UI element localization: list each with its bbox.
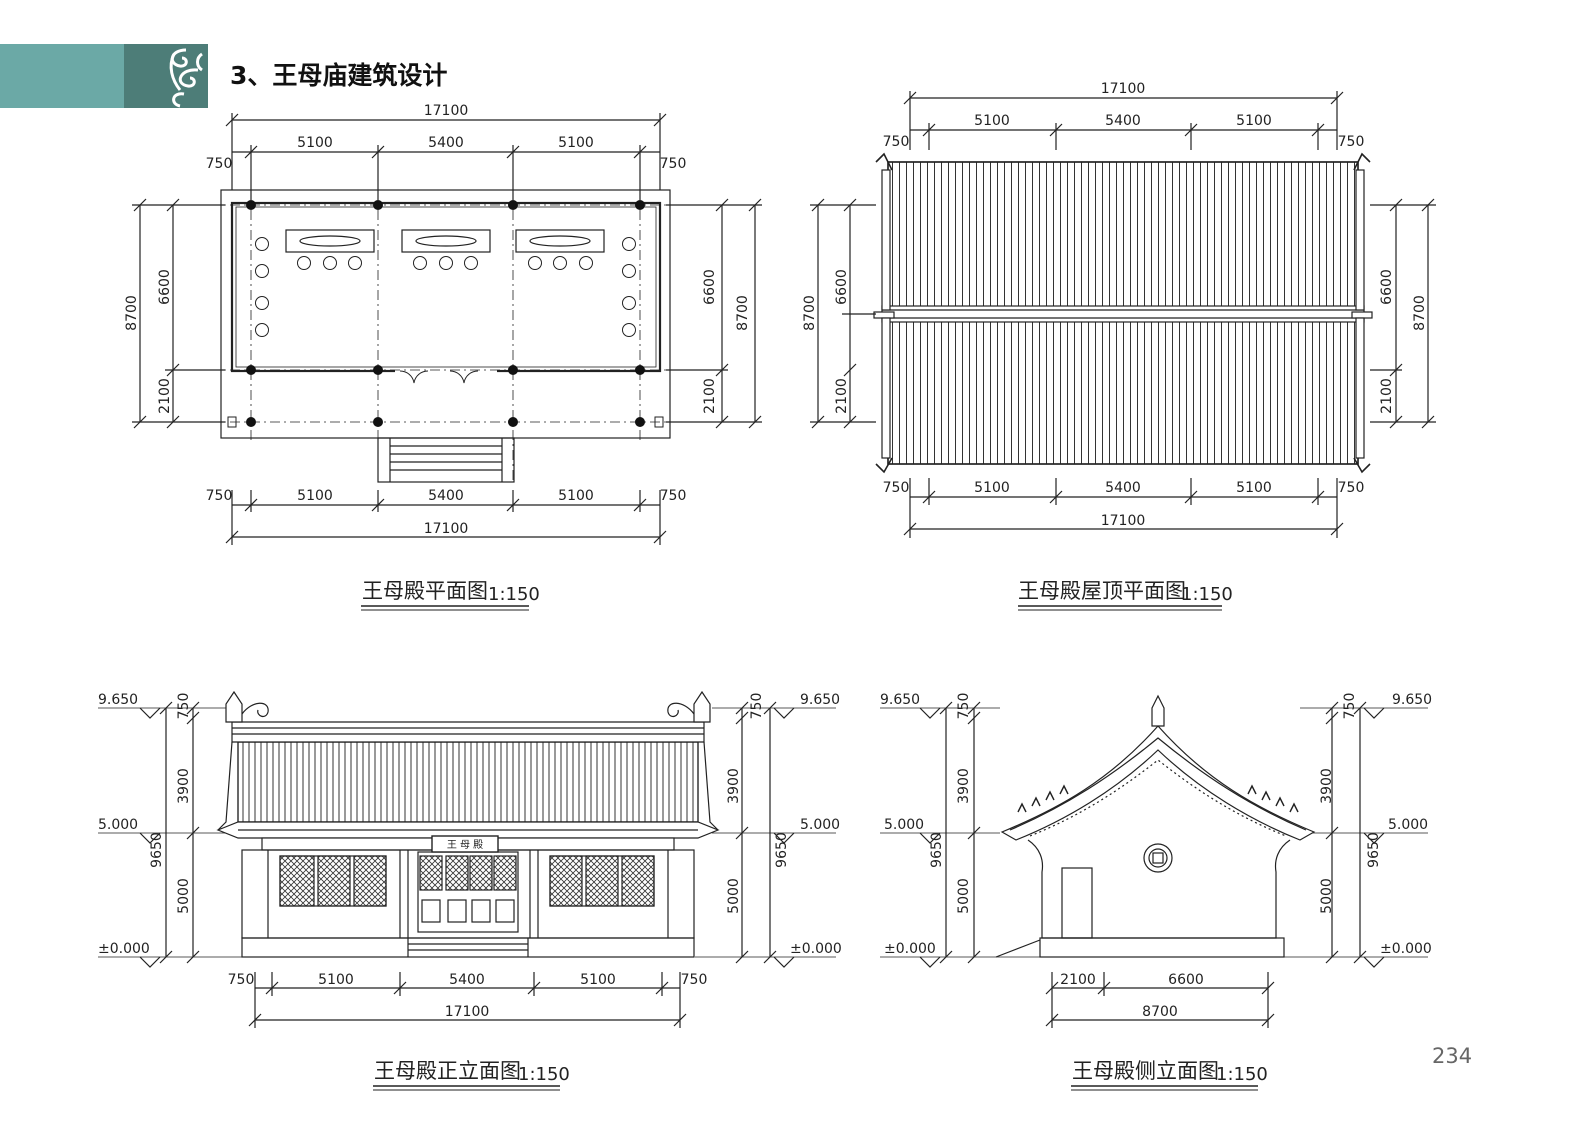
side-bottom-depth-2: 6600 [1168, 972, 1204, 988]
side-level-top-right: 9.650 [1392, 692, 1432, 708]
side-scale: 1:150 [1216, 1064, 1268, 1085]
front-left-height-3: 5000 [176, 878, 192, 914]
front-left-height-2: 3900 [176, 768, 192, 804]
front-level-base-left: ±0.000 [98, 941, 150, 957]
roof-bottom-bay-2: 5400 [1105, 480, 1141, 496]
roof-top-bay-3: 5100 [1236, 113, 1272, 129]
side-elevation [880, 694, 1428, 1028]
roof-top-bay-1: 5100 [974, 113, 1010, 129]
plan-caption: 王母殿平面图 [362, 579, 488, 603]
front-bottom-bay-1: 5100 [318, 972, 354, 988]
front-plaque-text: 王 母 殿 [447, 839, 483, 851]
side-right-height-3: 5000 [1319, 878, 1335, 914]
header-accent-bar [0, 44, 124, 108]
front-level-mid-left: 5.000 [98, 817, 138, 833]
front-level-base-right: ±0.000 [790, 941, 842, 957]
side-level-base-left: ±0.000 [884, 941, 936, 957]
plan-bottom-left-eave: 750 [206, 488, 233, 504]
side-left-height-1: 750 [956, 693, 972, 720]
side-level-top-left: 9.650 [880, 692, 920, 708]
roof-right-total: 8700 [1412, 295, 1428, 331]
front-bottom-bay-3: 5100 [580, 972, 616, 988]
front-elevation [98, 690, 836, 1028]
plan-left-depth-1: 6600 [157, 269, 173, 305]
cloud-ornament-icon [169, 48, 203, 108]
plan-top-right-eave: 750 [660, 156, 687, 172]
page-title: 3、王母庙建筑设计 [230, 61, 448, 90]
front-level-mid-right: 5.000 [800, 817, 840, 833]
roof-top-right-eave: 750 [1338, 134, 1365, 150]
plan-left-total: 8700 [124, 295, 140, 331]
front-bottom-right-eave: 750 [681, 972, 708, 988]
front-left-height-total: 9650 [149, 832, 165, 868]
side-right-height-2: 3900 [1319, 768, 1335, 804]
floor-plan [132, 113, 762, 545]
plan-bottom-right-eave: 750 [660, 488, 687, 504]
plan-right-total: 8700 [735, 295, 751, 331]
roof-bottom-right-eave: 750 [1338, 480, 1365, 496]
roof-bottom-bay-3: 5100 [1236, 480, 1272, 496]
plan-top-bay-2: 5400 [428, 135, 464, 151]
plan-scale: 1:150 [488, 584, 540, 605]
front-caption: 王母殿正立面图 [374, 1059, 521, 1083]
front-bottom-left-eave: 750 [228, 972, 255, 988]
front-scale: 1:150 [518, 1064, 570, 1085]
plan-top-total: 17100 [424, 103, 469, 119]
roof-bottom-left-eave: 750 [883, 480, 910, 496]
side-right-height-1: 750 [1342, 693, 1358, 720]
plan-top-bay-3: 5100 [558, 135, 594, 151]
roof-top-total: 17100 [1101, 81, 1146, 97]
front-right-height-total: 9650 [774, 832, 790, 868]
plan-top-left-eave: 750 [206, 156, 233, 172]
side-left-height-total: 9650 [929, 832, 945, 868]
header-ornament-block [124, 44, 208, 108]
side-right-height-total: 9650 [1366, 832, 1382, 868]
roof-left-depth-1: 6600 [834, 269, 850, 305]
roof-right-depth-1: 6600 [1379, 269, 1395, 305]
plan-bottom-bay-2: 5400 [428, 488, 464, 504]
roof-left-depth-2: 2100 [834, 378, 850, 414]
roof-top-bay-2: 5400 [1105, 113, 1141, 129]
page-number: 234 [1432, 1044, 1473, 1068]
front-right-height-3: 5000 [726, 878, 742, 914]
front-bottom-bay-2: 5400 [449, 972, 485, 988]
front-bottom-total: 17100 [445, 1004, 490, 1020]
side-caption: 王母殿侧立面图 [1072, 1059, 1219, 1083]
side-level-mid-right: 5.000 [1388, 817, 1428, 833]
roof-plan [810, 91, 1436, 538]
front-right-height-2: 3900 [726, 768, 742, 804]
side-left-height-3: 5000 [956, 878, 972, 914]
roof-bottom-bay-1: 5100 [974, 480, 1010, 496]
roof-left-total: 8700 [802, 295, 818, 331]
plan-top-bay-1: 5100 [297, 135, 333, 151]
roof-scale: 1:150 [1181, 584, 1233, 605]
plan-bottom-bay-1: 5100 [297, 488, 333, 504]
front-right-height-1: 750 [749, 693, 765, 720]
plan-left-depth-2: 2100 [157, 378, 173, 414]
front-level-top-right: 9.650 [800, 692, 840, 708]
roof-right-depth-2: 2100 [1379, 378, 1395, 414]
side-bottom-total: 8700 [1142, 1004, 1178, 1020]
roof-top-left-eave: 750 [883, 134, 910, 150]
plan-bottom-bay-3: 5100 [558, 488, 594, 504]
roof-caption: 王母殿屋顶平面图 [1018, 579, 1186, 603]
plan-bottom-total: 17100 [424, 521, 469, 537]
front-level-top-left: 9.650 [98, 692, 138, 708]
plan-right-depth-2: 2100 [702, 378, 718, 414]
side-level-base-right: ±0.000 [1380, 941, 1432, 957]
side-level-mid-left: 5.000 [884, 817, 924, 833]
front-left-height-1: 750 [176, 693, 192, 720]
side-left-height-2: 3900 [956, 768, 972, 804]
roof-bottom-total: 17100 [1101, 513, 1146, 529]
plan-right-depth-1: 6600 [702, 269, 718, 305]
side-bottom-depth-1: 2100 [1060, 972, 1096, 988]
